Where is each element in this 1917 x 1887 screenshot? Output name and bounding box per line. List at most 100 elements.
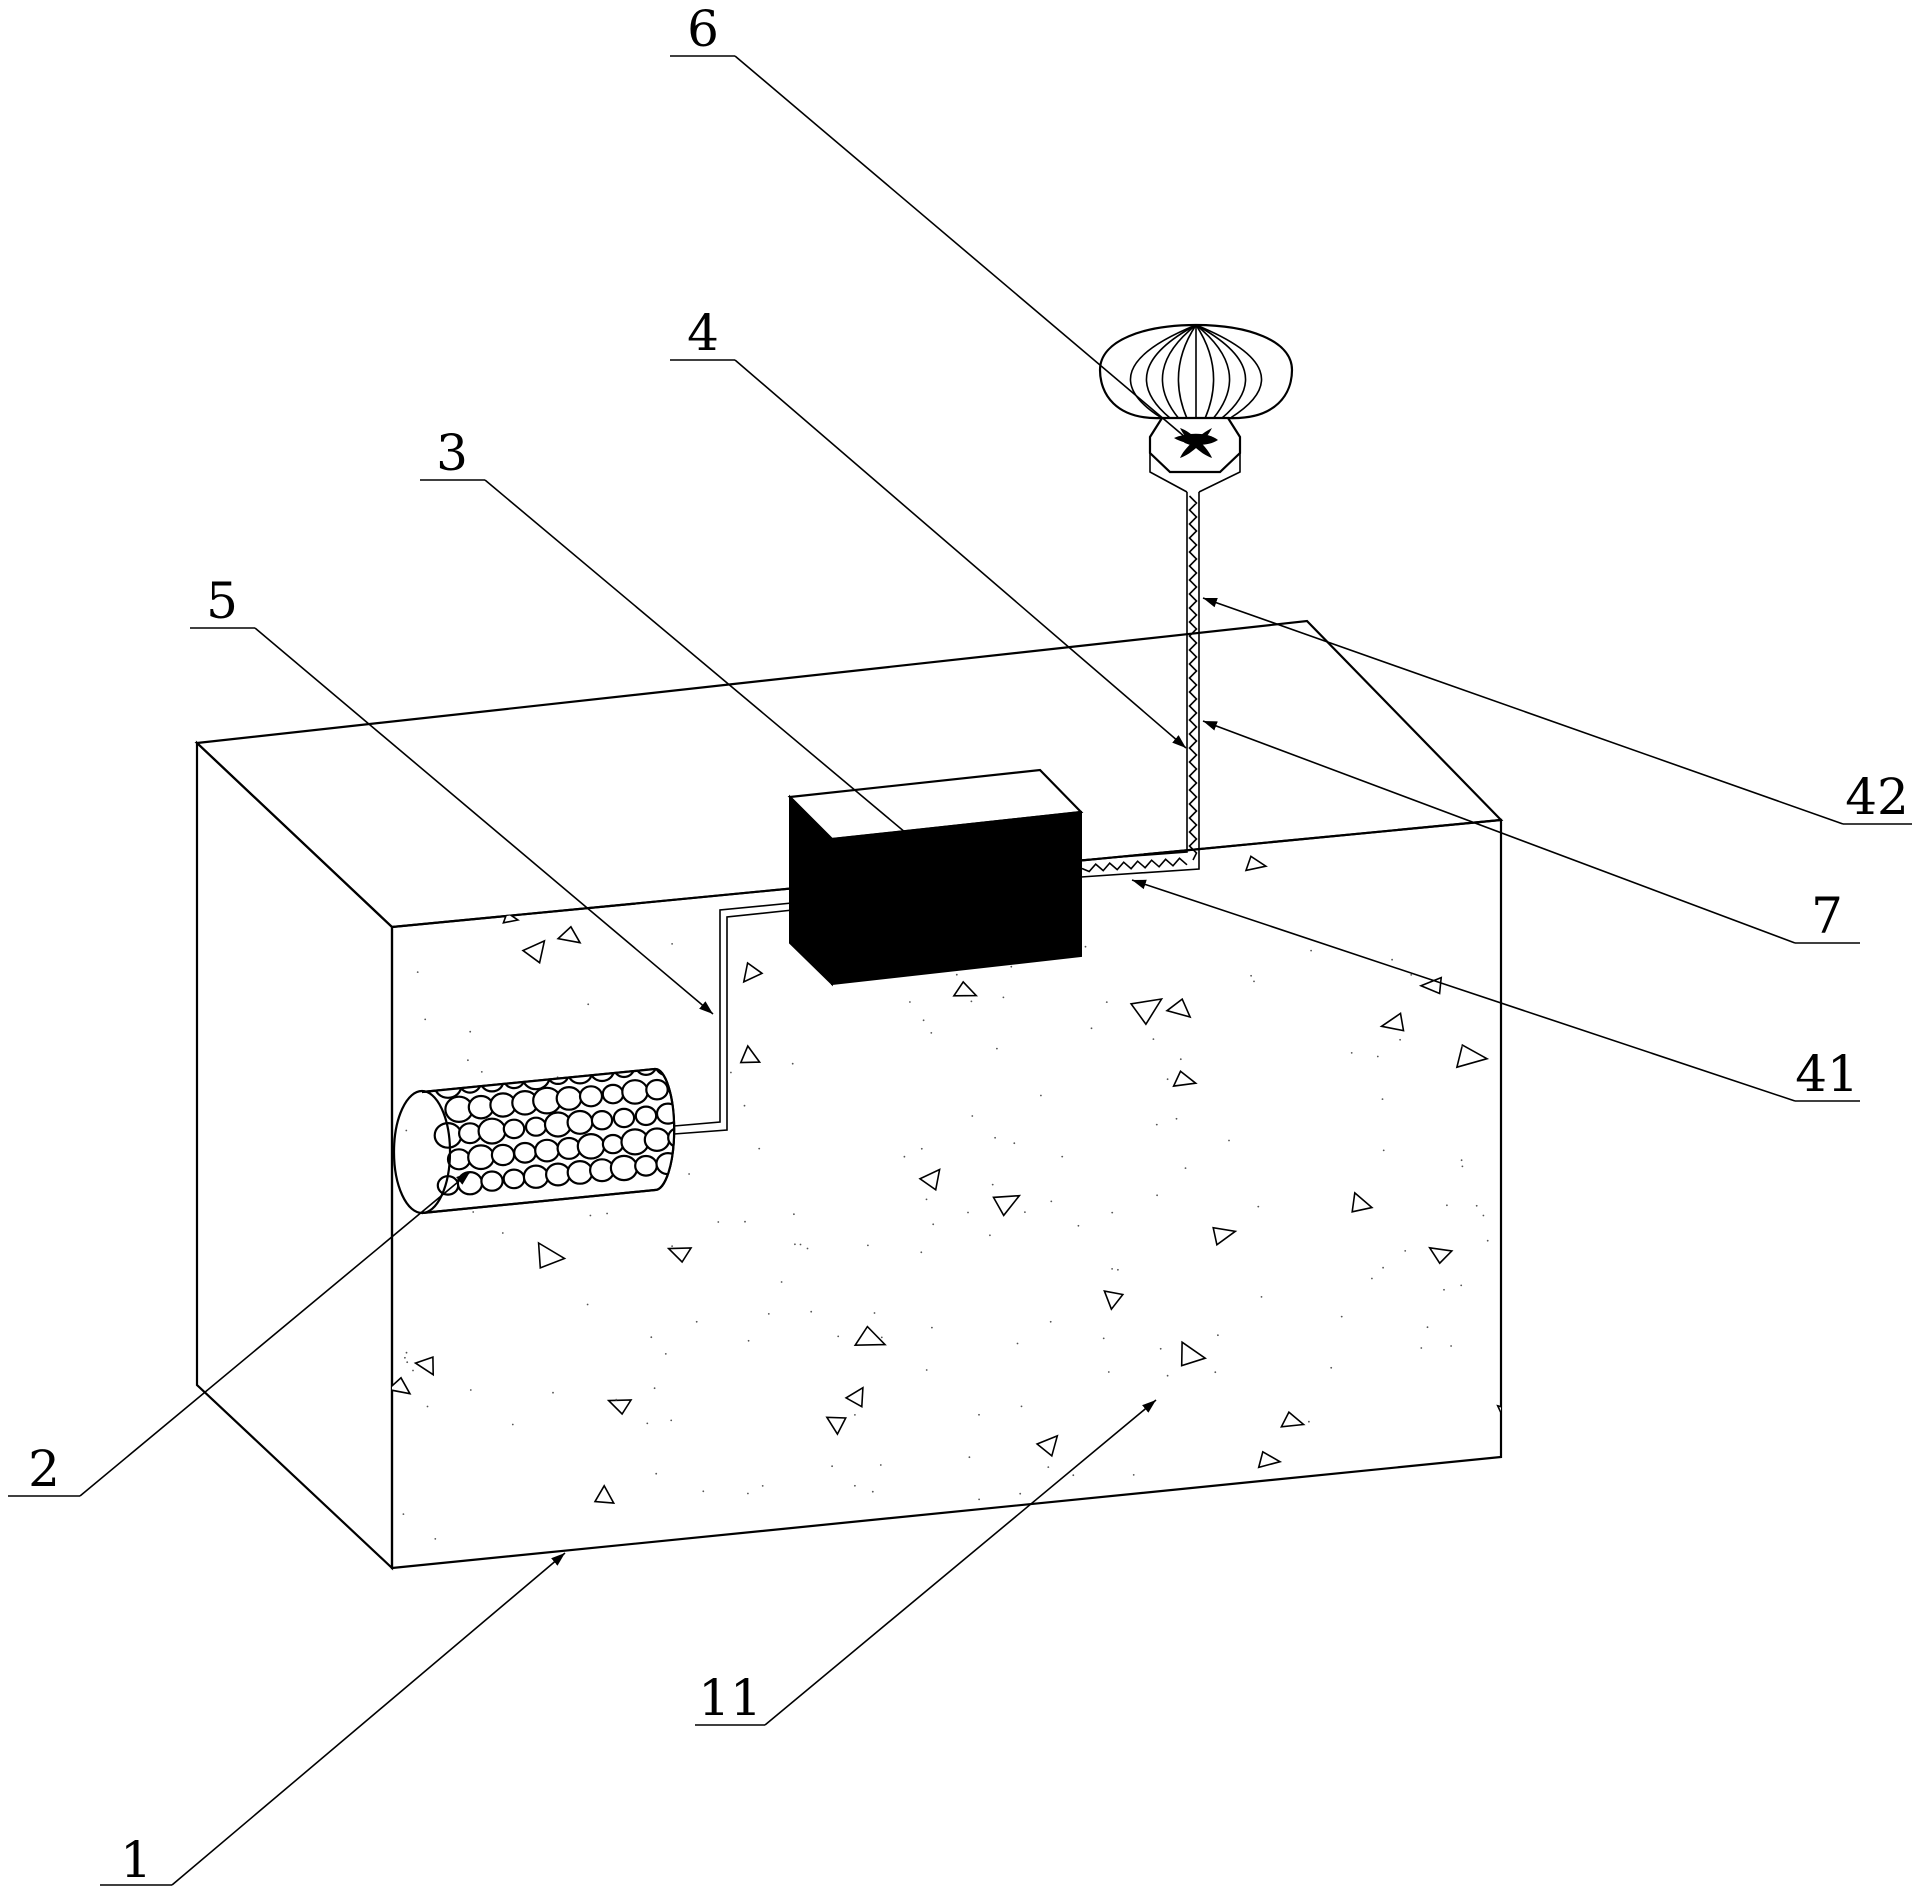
block-left-face — [195, 740, 394, 1571]
soil-dot — [1159, 1347, 1162, 1350]
soil-dot — [650, 1336, 653, 1339]
soil-dot — [1016, 1342, 1019, 1345]
soil-dot — [1260, 1296, 1263, 1298]
aggregate-stone — [992, 1194, 1022, 1217]
soil-dot — [970, 1000, 973, 1003]
soil-dot — [1102, 1337, 1105, 1340]
soil-dot — [1166, 1374, 1169, 1377]
gravel-pebble — [433, 1071, 463, 1099]
soil-dot — [831, 1465, 833, 1468]
aggregate-stone — [521, 939, 546, 965]
soil-dot — [873, 1312, 876, 1314]
pipe-outline — [421, 1067, 676, 1215]
aggregate-stone — [556, 925, 582, 944]
turbine-ventilator — [1098, 323, 1294, 493]
soil-dot — [406, 1361, 409, 1364]
soil-dot — [996, 1047, 998, 1050]
aggregate-stone — [742, 961, 764, 984]
aggregate-stone — [1172, 1070, 1198, 1088]
soil-dot — [730, 1071, 732, 1074]
soil-dot — [791, 1062, 794, 1065]
soil-dot — [586, 1303, 589, 1306]
box-front — [831, 810, 1082, 986]
gravel-pebble — [634, 1154, 658, 1177]
gravel-pebble — [467, 1144, 495, 1171]
gravel-pebble — [524, 1116, 548, 1137]
soil-dot — [799, 1243, 802, 1246]
soil-dot — [664, 1353, 667, 1355]
soil-dot — [646, 1422, 649, 1425]
soil-dot — [1404, 1250, 1407, 1252]
soil-dot — [871, 1490, 874, 1493]
label-42: 42 — [1845, 768, 1909, 826]
pipe-gravel-fill — [433, 1069, 675, 1196]
soil-dot — [903, 1155, 906, 1158]
soil-dot — [671, 943, 673, 945]
soil-dot — [1155, 1123, 1158, 1126]
cap-rib — [1195, 324, 1215, 419]
part-labels: 1 2 3 4 5 6 7 11 41 42 — [28, 0, 1909, 1887]
collection-box — [787, 768, 1084, 987]
soil-dot — [688, 1173, 690, 1175]
soil-dot — [501, 1232, 504, 1234]
soil-dot — [1382, 1149, 1385, 1152]
soil-dot — [1020, 1405, 1023, 1408]
soil-dot — [655, 1472, 658, 1475]
soil-dot — [671, 1245, 673, 1247]
soil-dot — [991, 1183, 994, 1186]
gravel-pebble — [502, 1118, 526, 1140]
aggregate-stone — [1180, 1340, 1207, 1367]
soil-dot — [1410, 974, 1413, 976]
label-5: 5 — [206, 572, 238, 630]
gravel-pebble — [634, 1069, 658, 1077]
gravel-pebble — [479, 1069, 505, 1093]
gravel-pebble — [490, 1143, 516, 1167]
soil-dot — [1050, 1200, 1053, 1203]
aggregate-stone — [593, 1484, 616, 1505]
soil-dot — [1443, 1288, 1445, 1291]
soil-dot — [1228, 1139, 1230, 1142]
soil-dot — [1376, 1055, 1379, 1058]
soil-dot — [1308, 1420, 1310, 1423]
soil-dot — [794, 1243, 796, 1246]
vent-cap-ribs — [1129, 324, 1263, 419]
aggregate-stone — [952, 980, 979, 997]
soil-dot — [1336, 1519, 1338, 1522]
soil-dot — [405, 1129, 408, 1132]
gravel-pebble — [502, 1168, 526, 1190]
soil-dot — [1330, 1366, 1333, 1369]
cap-rib — [1145, 324, 1197, 419]
soil-dot — [1061, 1155, 1064, 1158]
aggregate-stone — [666, 1247, 693, 1264]
gravel-pebble — [621, 1079, 649, 1105]
soil-dot — [1486, 1239, 1489, 1242]
soil-dot — [552, 1391, 554, 1394]
soil-dot — [426, 1405, 429, 1408]
soil-dot — [1450, 1345, 1452, 1347]
soil-dot — [480, 1071, 483, 1073]
gravel-pebble — [534, 1138, 560, 1163]
vent-housing — [1148, 416, 1242, 474]
soil-dot — [416, 971, 419, 973]
label-11: 11 — [698, 1669, 762, 1727]
connecting-tube — [673, 901, 803, 1135]
gravel-pebble — [667, 1126, 675, 1149]
aggregate-stone — [1496, 1404, 1501, 1418]
soil-dot — [615, 1398, 618, 1401]
soil-dot — [1217, 1334, 1219, 1337]
soil-dot — [1002, 996, 1005, 999]
soil-dot — [472, 1211, 475, 1213]
soil-dot — [920, 1147, 923, 1150]
soil-dot — [909, 1001, 911, 1003]
soil-dot — [967, 1211, 969, 1214]
soil-dot — [1184, 1167, 1187, 1169]
soil-dot — [1055, 1507, 1058, 1509]
gravel-pebble — [566, 1069, 594, 1085]
gravel-pebble — [544, 1162, 571, 1187]
soil-dot — [806, 1247, 809, 1250]
soil-dot — [467, 1059, 469, 1062]
leader-lines — [8, 55, 1912, 1886]
aggregate-stone — [853, 1325, 887, 1347]
soil-dot — [670, 1419, 673, 1422]
soil-dot — [1074, 1520, 1077, 1523]
